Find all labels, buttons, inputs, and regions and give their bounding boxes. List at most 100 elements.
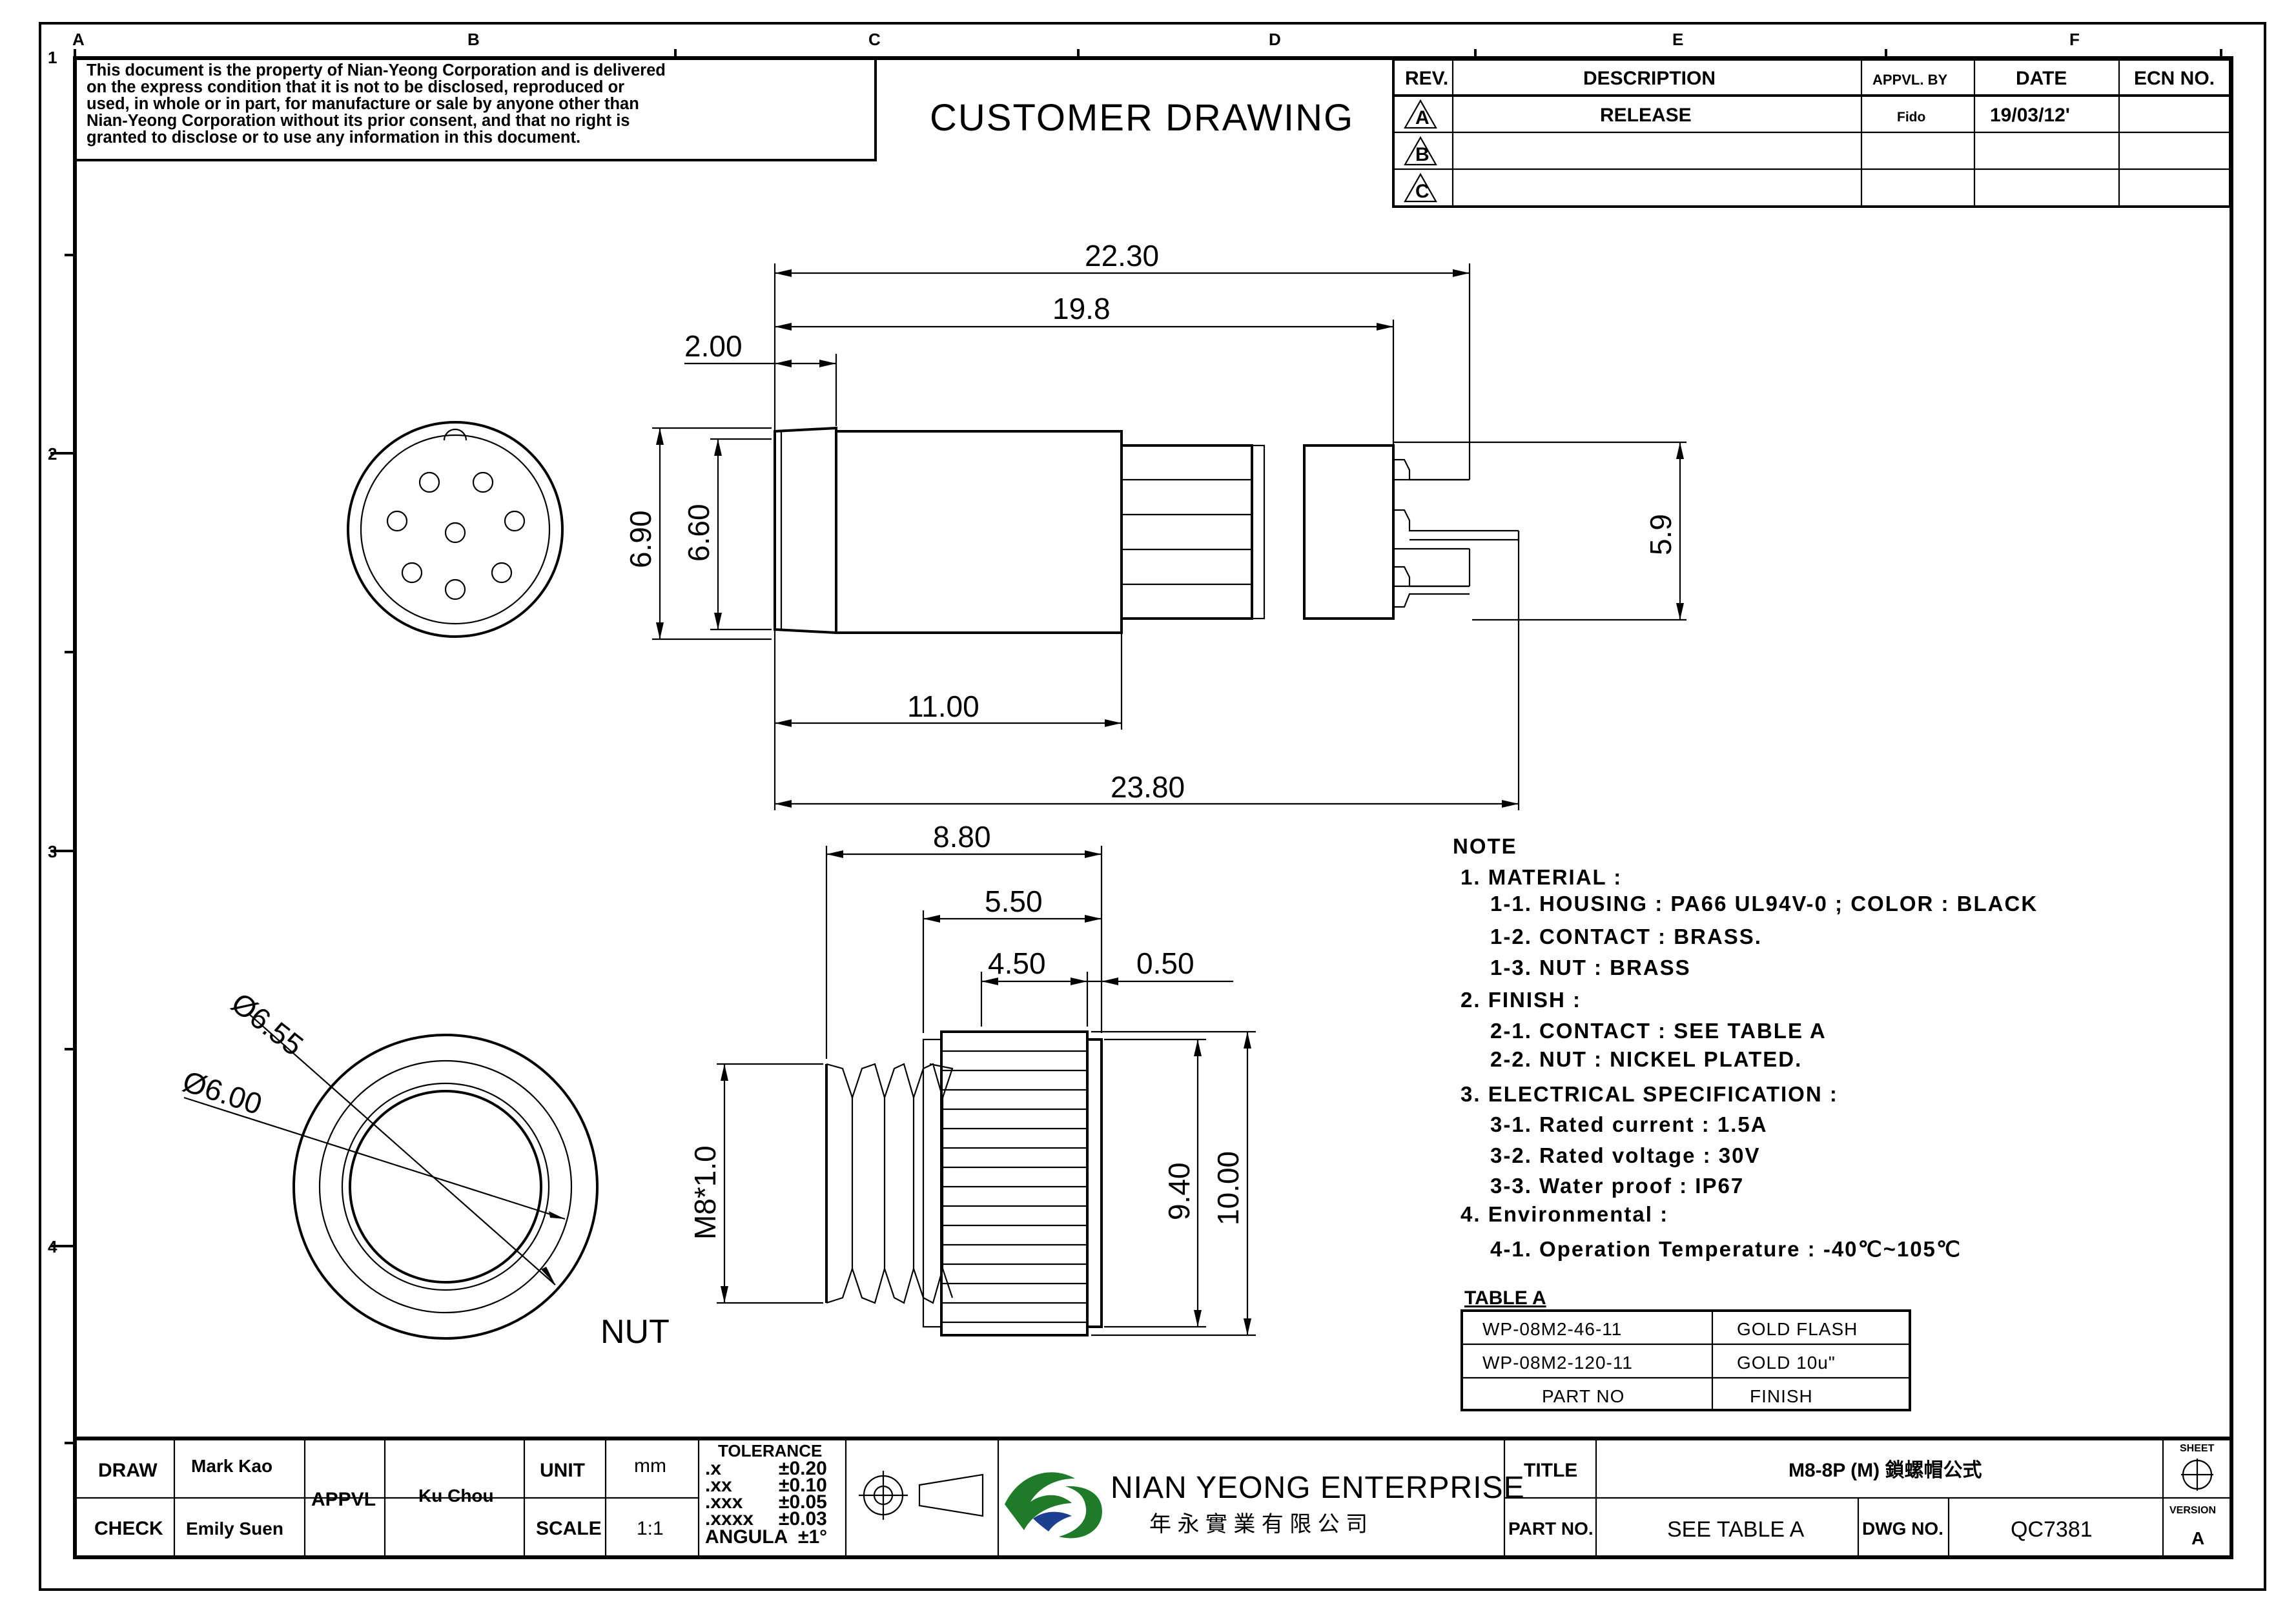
description-header: DESCRIPTION — [1583, 68, 1716, 89]
dim-head-length: 11.00 — [907, 690, 979, 723]
nut-side-arrows — [721, 850, 1251, 1335]
appvl-label: APPVL — [311, 1489, 376, 1510]
nut-end-view — [183, 1013, 599, 1340]
tolerance-title: TOLERANCE — [718, 1441, 822, 1460]
sheet-crosshair-icon — [2181, 1459, 2213, 1491]
draw-name: Mark Kao — [191, 1456, 272, 1476]
tol-val-4: ±0.03 — [779, 1508, 827, 1530]
note-line-8: 3. ELECTRICAL SPECIFICATION : — [1461, 1082, 1838, 1106]
zone-col-d: D — [1269, 30, 1281, 49]
dim-nut-outer: 10.00 — [1211, 1151, 1245, 1225]
company-name-en: NIAN YEONG ENTERPRISE — [1111, 1471, 1525, 1505]
tol-key-5: ANGULA — [705, 1526, 788, 1548]
nut-side-dimensions — [717, 846, 1256, 1336]
dim-pin-span: 5.9 — [1644, 514, 1677, 555]
rev-a-approved: Fido — [1897, 110, 1925, 125]
appvl-name: Ku Chou — [418, 1486, 494, 1506]
unit-label: UNIT — [540, 1460, 585, 1481]
zone-col-c: C — [868, 30, 881, 49]
zone-row-4: 4 — [48, 1237, 57, 1256]
title-block: DRAW Mark Kao CHECK Emily Suen APPVL Ku … — [75, 1437, 2231, 1557]
check-name: Emily Suen — [186, 1519, 283, 1539]
company-logo — [1005, 1472, 1102, 1539]
nut-end-view-labels: Ø6.55 Ø6.00 — [179, 986, 310, 1121]
rev-a-date: 19/03/12' — [1990, 105, 2070, 126]
note-line-3: 1-2. CONTACT : BRASS. — [1490, 925, 1762, 948]
projection-symbol-icon — [859, 1471, 984, 1520]
table-a-finish-2: GOLD 10u" — [1737, 1353, 1836, 1373]
nut-side-dimension-labels: 8.80 5.50 4.50 0.50 M8*1.0 9.40 10.00 — [688, 820, 1245, 1240]
zone-col-b: B — [467, 30, 480, 49]
notes: NOTE 1. MATERIAL : 1-1. HOUSING : PA66 U… — [1453, 834, 2036, 1261]
tol-key-4: .xxxx — [705, 1508, 753, 1530]
dim-nut-lip: 0.50 — [1136, 947, 1194, 980]
disclaimer-text: This document is the property of Nian-Ye… — [87, 61, 666, 147]
dim-nut-dia2: Ø6.00 — [179, 1064, 266, 1121]
dim-dia-outer: 6.90 — [624, 510, 657, 568]
side-view-dimensions — [652, 263, 1686, 810]
approved-header: APPVL. BY — [1872, 72, 1947, 88]
title-label: TITLE — [1524, 1460, 1577, 1481]
unit-value: mm — [634, 1455, 666, 1477]
zone-col-a: A — [72, 30, 85, 49]
tol-val-3: ±0.05 — [779, 1491, 827, 1513]
zone-column-labels: A B C D E F — [72, 30, 2080, 49]
note-line-4: 1-3. NUT : BRASS — [1490, 956, 1691, 979]
zone-col-f: F — [2069, 30, 2080, 49]
scale-value: 1:1 — [637, 1518, 664, 1539]
dim-nut-dia1: Ø6.55 — [225, 986, 310, 1062]
draw-label: DRAW — [98, 1460, 158, 1481]
dim-nut-inner: 9.40 — [1162, 1162, 1196, 1220]
table-a-finish-header: FINISH — [1750, 1386, 1813, 1406]
pin-face-view — [347, 421, 564, 638]
tol-key-2: .xx — [705, 1475, 732, 1496]
zone-row-3: 3 — [48, 842, 57, 861]
nut-side-view — [825, 1030, 1103, 1336]
table-a-part-1: WP-08M2-46-11 — [1482, 1319, 1622, 1339]
side-view-dimension-labels: 22.30 19.8 2.00 11.00 23.80 6.90 6.60 5.… — [624, 239, 1677, 804]
check-label: CHECK — [94, 1518, 163, 1539]
note-line-1: 1. MATERIAL : — [1461, 865, 1622, 889]
title-value: M8-8P (M) 鎖螺帽公式 — [1789, 1459, 1982, 1481]
dim-thread: M8*1.0 — [688, 1145, 722, 1240]
dwg-label: DWG NO. — [1862, 1519, 1943, 1539]
version-label: VERSION — [2169, 1505, 2216, 1516]
dim-overall-bottom: 23.80 — [1111, 770, 1185, 804]
note-line-5: 2. FINISH : — [1461, 988, 1581, 1012]
dim-nut-total: 8.80 — [933, 820, 991, 854]
note-line-13: 4-1. Operation Temperature : -40℃~105℃ — [1490, 1237, 1962, 1261]
zone-ticks — [50, 49, 2222, 1444]
inner-frame — [73, 56, 2233, 1559]
tol-val-5: ±1° — [798, 1526, 827, 1548]
rev-b: B — [1415, 144, 1430, 165]
outer-frame — [39, 22, 2266, 1591]
svg-text:Nian-Yeong Corporation without: Nian-Yeong Corporation without its prior… — [87, 112, 630, 130]
table-a-title: TABLE A — [1464, 1287, 1546, 1309]
company-name-zh: 年 永 實 業 有 限 公 司 — [1149, 1512, 1368, 1537]
note-line-11: 3-3. Water proof : IP67 — [1490, 1174, 1744, 1198]
drawing-heading: CUSTOMER DRAWING — [930, 97, 1354, 139]
date-header: DATE — [2016, 68, 2067, 89]
part-value: SEE TABLE A — [1667, 1517, 1805, 1542]
revision-table: REV. DESCRIPTION APPVL. BY DATE ECN NO. … — [1392, 58, 2231, 208]
version-value: A — [2191, 1528, 2204, 1548]
dim-dia-inner: 6.60 — [682, 504, 715, 562]
dim-body-length: 19.8 — [1052, 292, 1111, 325]
note-line-9: 3-1. Rated current : 1.5A — [1490, 1112, 1768, 1136]
rev-a-description: RELEASE — [1600, 105, 1692, 126]
tol-val-1: ±0.20 — [779, 1458, 827, 1479]
table-a-part-2: WP-08M2-120-11 — [1482, 1353, 1633, 1373]
zone-row-2: 2 — [48, 444, 57, 464]
connector-side-view — [774, 426, 1520, 635]
rev-c: C — [1415, 181, 1430, 202]
rev-triangles — [1404, 99, 1437, 203]
svg-text:on the express condition tha: on the express condition that it is not … — [87, 78, 624, 96]
dwg-value: QC7381 — [2011, 1517, 2093, 1542]
ecn-header: ECN NO. — [2134, 68, 2215, 89]
dim-nut-knurl: 4.50 — [988, 947, 1046, 980]
table-a-part-header: PART NO — [1542, 1386, 1625, 1406]
side-view-arrows — [656, 269, 1684, 808]
note-line-7: 2-2. NUT : NICKEL PLATED. — [1490, 1047, 1802, 1071]
table-a-finish-1: GOLD FLASH — [1737, 1319, 1858, 1339]
